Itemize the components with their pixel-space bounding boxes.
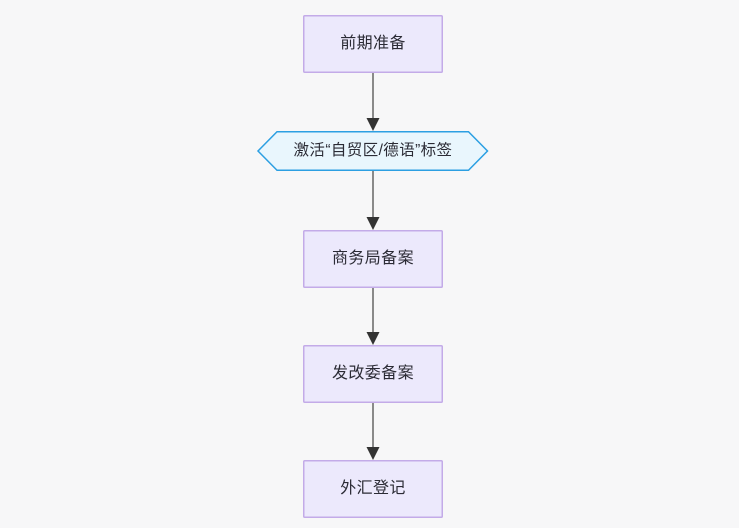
node-shape-activate[interactable] xyxy=(256,131,489,171)
node-shape-group xyxy=(256,15,489,518)
edge-activate-to-mofcom xyxy=(366,171,380,230)
arrowhead-icon xyxy=(366,118,380,131)
node-activate[interactable] xyxy=(257,131,489,171)
node-shape-forex[interactable] xyxy=(303,460,443,518)
node-shape-mofcom[interactable] xyxy=(303,230,443,288)
node-shape-ndrc[interactable] xyxy=(303,345,443,403)
node-prep[interactable] xyxy=(303,15,443,73)
arrowhead-icon xyxy=(366,447,380,460)
edge-prep-to-activate xyxy=(366,73,380,131)
edge-ndrc-to-forex xyxy=(366,403,380,460)
node-forex[interactable] xyxy=(303,460,443,518)
node-ndrc[interactable] xyxy=(303,345,443,403)
arrowhead-icon xyxy=(366,217,380,230)
node-mofcom[interactable] xyxy=(303,230,443,288)
arrowhead-icon xyxy=(366,332,380,345)
edge-mofcom-to-ndrc xyxy=(366,288,380,345)
edge-group xyxy=(366,73,380,460)
node-shape-prep[interactable] xyxy=(303,15,443,73)
